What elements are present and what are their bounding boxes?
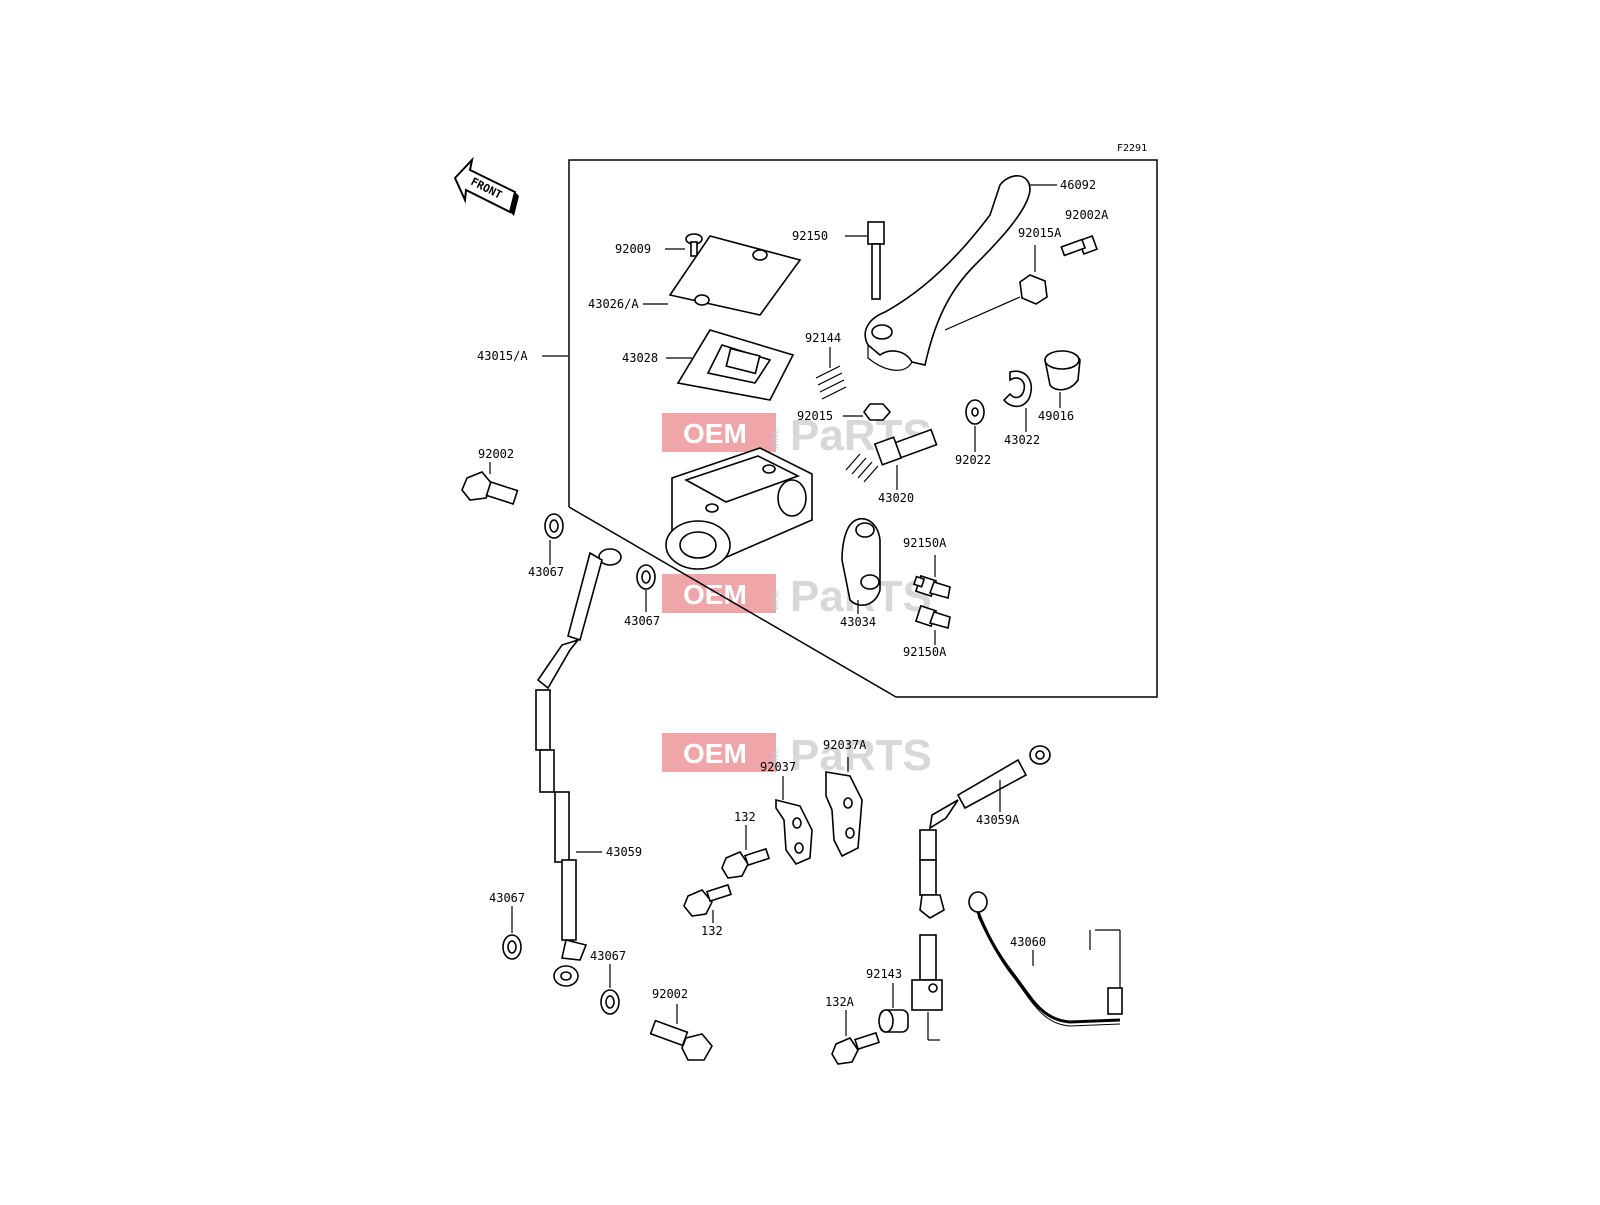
watermark-1: OEM BIKE PaRTS bbox=[662, 411, 932, 460]
clamp-43034 bbox=[841, 517, 881, 606]
label-43067-b: 43067 bbox=[624, 614, 660, 628]
label-132-a: 132 bbox=[734, 810, 756, 824]
brake-pipe-43060 bbox=[968, 891, 1123, 1027]
watermark-bike-text: BIKE bbox=[770, 428, 780, 449]
label-43067-d: 43067 bbox=[590, 949, 626, 963]
label-92143: 92143 bbox=[866, 967, 902, 981]
reservoir-cap-43026A bbox=[668, 235, 802, 316]
bolt-132-a bbox=[721, 847, 771, 879]
brake-hose-43059 bbox=[535, 548, 622, 987]
watermark-bike-text: BIKE bbox=[770, 748, 780, 769]
bolt-132A bbox=[831, 1031, 881, 1065]
figure-code: F2291 bbox=[1117, 143, 1147, 154]
label-92150: 92150 bbox=[792, 229, 828, 243]
label-92002-top: 92002 bbox=[478, 447, 514, 461]
piston-43020 bbox=[845, 428, 938, 483]
watermark-oem-text: OEM bbox=[683, 738, 747, 769]
clamp-92037 bbox=[775, 798, 813, 865]
banjo-bolt-92002-bottom bbox=[649, 1019, 713, 1061]
screw-92009 bbox=[685, 233, 703, 257]
label-43060: 43060 bbox=[1010, 935, 1046, 949]
label-92002A: 92002A bbox=[1065, 208, 1109, 222]
pivot-bolt-92150 bbox=[867, 221, 885, 300]
bolt-132-b bbox=[683, 883, 733, 917]
label-43067-c: 43067 bbox=[489, 891, 525, 905]
label-92022: 92022 bbox=[955, 453, 991, 467]
bolt-92002A bbox=[1060, 235, 1098, 257]
clamp-92037A bbox=[825, 771, 863, 858]
label-43028: 43028 bbox=[622, 351, 658, 365]
label-92015: 92015 bbox=[797, 409, 833, 423]
label-43059: 43059 bbox=[606, 845, 642, 859]
watermark-oem-text: OEM bbox=[683, 418, 747, 449]
banjo-bolt-92002-top bbox=[461, 471, 519, 505]
collar-92143 bbox=[878, 1009, 909, 1033]
label-49016: 49016 bbox=[1038, 409, 1074, 423]
boot-49016 bbox=[1044, 350, 1081, 391]
label-92037: 92037 bbox=[760, 760, 796, 774]
spring-92144 bbox=[815, 365, 847, 400]
label-43020: 43020 bbox=[878, 491, 914, 505]
label-92002-bottom: 92002 bbox=[652, 987, 688, 1001]
diaphragm-43028 bbox=[676, 329, 795, 401]
watermark-2: OEM BIKE PaRTS bbox=[662, 572, 932, 621]
label-132A: 132A bbox=[825, 995, 855, 1009]
bolt-92150A-a bbox=[913, 574, 951, 600]
bolt-92150A-b bbox=[914, 604, 951, 630]
watermark-parts-text: PaRTS bbox=[790, 731, 932, 780]
nut-92015A bbox=[1019, 274, 1048, 305]
watermark-bike-text: BIKE bbox=[770, 589, 780, 610]
label-43059A: 43059A bbox=[976, 813, 1020, 827]
front-arrow-icon: FRONT bbox=[453, 156, 519, 216]
label-92015A: 92015A bbox=[1018, 226, 1062, 240]
watermark-3: OEM BIKE PaRTS bbox=[662, 731, 932, 780]
label-132-b: 132 bbox=[701, 924, 723, 938]
label-43022: 43022 bbox=[1004, 433, 1040, 447]
brake-hose-43059A bbox=[911, 745, 1051, 1011]
label-92150A-a: 92150A bbox=[903, 536, 947, 550]
label-46092: 46092 bbox=[1060, 178, 1096, 192]
label-43067-a: 43067 bbox=[528, 565, 564, 579]
nut-92015 bbox=[863, 403, 892, 421]
label-92037A: 92037A bbox=[823, 738, 867, 752]
label-92144: 92144 bbox=[805, 331, 841, 345]
label-92009: 92009 bbox=[615, 242, 651, 256]
label-43015A: 43015/A bbox=[477, 349, 528, 363]
master-cylinder-body bbox=[665, 447, 813, 570]
label-43026A: 43026/A bbox=[588, 297, 639, 311]
label-43034: 43034 bbox=[840, 615, 876, 629]
circlip-43022 bbox=[1002, 370, 1032, 408]
label-92150A-b: 92150A bbox=[903, 645, 947, 659]
brake-lever-46092 bbox=[864, 175, 1031, 371]
assembly-boundary bbox=[568, 159, 1158, 698]
